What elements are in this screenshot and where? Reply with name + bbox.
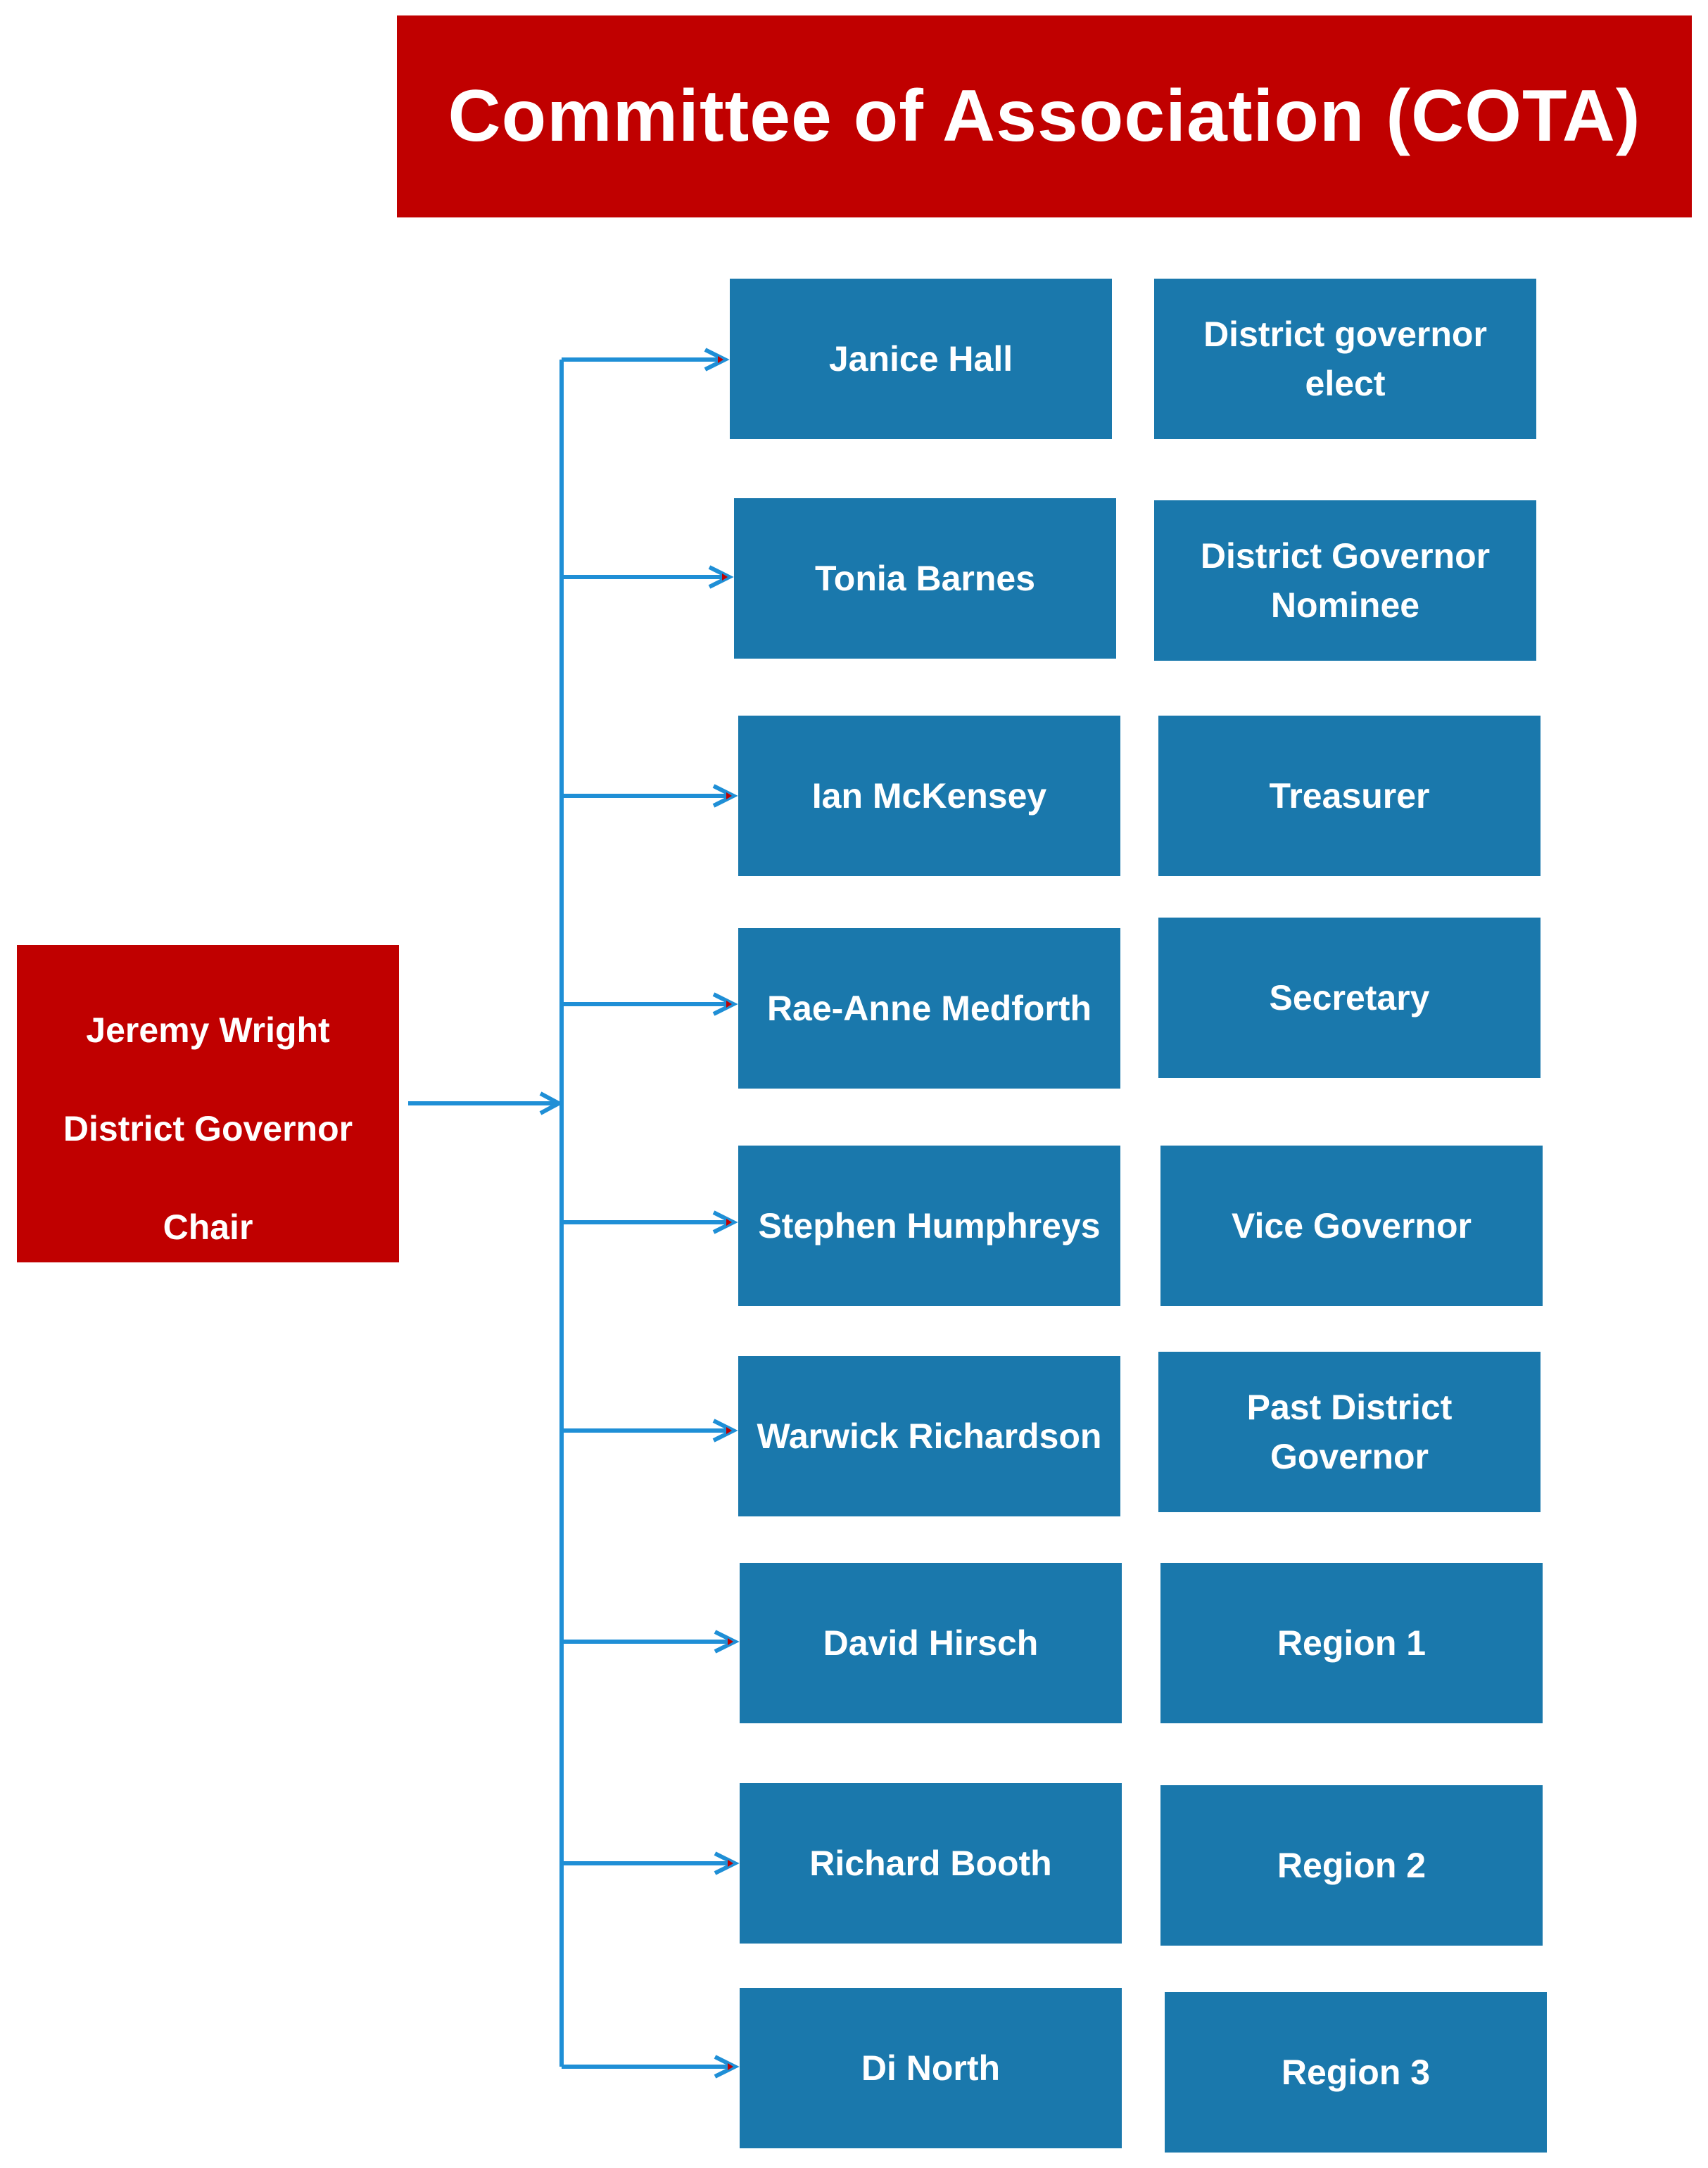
member-role: Past District Governor xyxy=(1246,1388,1453,1476)
member-role-box: Region 3 xyxy=(1165,1992,1547,2153)
member-name: Ian McKensey xyxy=(811,776,1047,816)
branch-arrow-tip xyxy=(722,573,728,581)
member-name-box: Warwick Richardson xyxy=(738,1356,1120,1516)
member-name-box: David Hirsch xyxy=(740,1563,1122,1723)
branch-arrowhead xyxy=(712,784,738,808)
member-name: Warwick Richardson xyxy=(757,1416,1102,1456)
member-role-box: Past District Governor xyxy=(1158,1352,1541,1512)
branch-arrow-tip xyxy=(728,1860,733,1867)
member-name: Stephen Humphreys xyxy=(758,1206,1101,1245)
member-name-box: Di North xyxy=(740,1988,1122,2148)
member-name: Di North xyxy=(861,2048,1001,2088)
member-name: David Hirsch xyxy=(823,1623,1039,1663)
branch-arrowhead xyxy=(712,1419,738,1443)
member-role: Treasurer xyxy=(1269,776,1430,816)
member-name-box: Ian McKensey xyxy=(738,716,1120,876)
branch-arrow-tip xyxy=(726,1427,732,1434)
branch-arrowhead xyxy=(714,1851,740,1875)
member-role-box: Treasurer xyxy=(1158,716,1541,876)
member-role-box: District Governor Nominee xyxy=(1154,500,1536,661)
chair-label: Jeremy Wright District Governor Chair xyxy=(63,956,353,1252)
branch-arrowhead xyxy=(714,2055,740,2079)
branch-arrowhead xyxy=(704,348,730,372)
member-role: District governor elect xyxy=(1203,315,1487,403)
member-name-box: Stephen Humphreys xyxy=(738,1146,1120,1306)
member-name-box: Janice Hall xyxy=(730,279,1112,439)
branch-arrow-tip xyxy=(726,1219,732,1226)
connector-branches xyxy=(562,348,740,2079)
member-name-box: Tonia Barnes xyxy=(734,498,1116,659)
member-name: Janice Hall xyxy=(828,339,1013,379)
chair-role: Chair xyxy=(163,1207,253,1247)
member-role-box: Vice Governor xyxy=(1160,1146,1543,1306)
branch-arrow-tip xyxy=(728,2063,733,2070)
chair-name: Jeremy Wright xyxy=(86,1010,330,1050)
member-name: Rae-Anne Medforth xyxy=(766,989,1092,1028)
member-name-box: Richard Booth xyxy=(740,1783,1122,1944)
branch-arrowhead xyxy=(708,565,734,589)
member-role: Secretary xyxy=(1269,978,1430,1018)
member-role-box: Secretary xyxy=(1158,918,1541,1078)
chair-box: Jeremy Wright District Governor Chair xyxy=(17,945,399,1262)
chair-position: District Governor xyxy=(63,1108,353,1148)
branch-arrowhead xyxy=(712,992,738,1016)
branch-arrow-tip xyxy=(726,1001,732,1008)
member-role-box: Region 2 xyxy=(1160,1785,1543,1946)
branch-arrow-tip xyxy=(726,792,732,799)
member-name: Richard Booth xyxy=(809,1844,1052,1883)
member-role-box: District governor elect xyxy=(1154,279,1536,439)
member-name-box: Rae-Anne Medforth xyxy=(738,928,1120,1089)
title-banner: Committee of Association (COTA) xyxy=(397,15,1692,217)
member-role: Region 1 xyxy=(1277,1623,1427,1663)
branch-arrow-tip xyxy=(728,1638,733,1645)
connector-chair-arrowhead xyxy=(539,1091,564,1115)
member-role: Vice Governor xyxy=(1232,1206,1472,1245)
member-role: Region 3 xyxy=(1281,2053,1431,2092)
member-role: District Governor Nominee xyxy=(1200,536,1491,625)
branch-arrowhead xyxy=(714,1630,740,1654)
member-role-box: Region 1 xyxy=(1160,1563,1543,1723)
member-role: Region 2 xyxy=(1277,1846,1427,1885)
member-name: Tonia Barnes xyxy=(814,559,1036,598)
branch-arrowhead xyxy=(712,1210,738,1234)
page-title: Committee of Association (COTA) xyxy=(448,75,1641,157)
branch-arrow-tip xyxy=(718,356,723,363)
